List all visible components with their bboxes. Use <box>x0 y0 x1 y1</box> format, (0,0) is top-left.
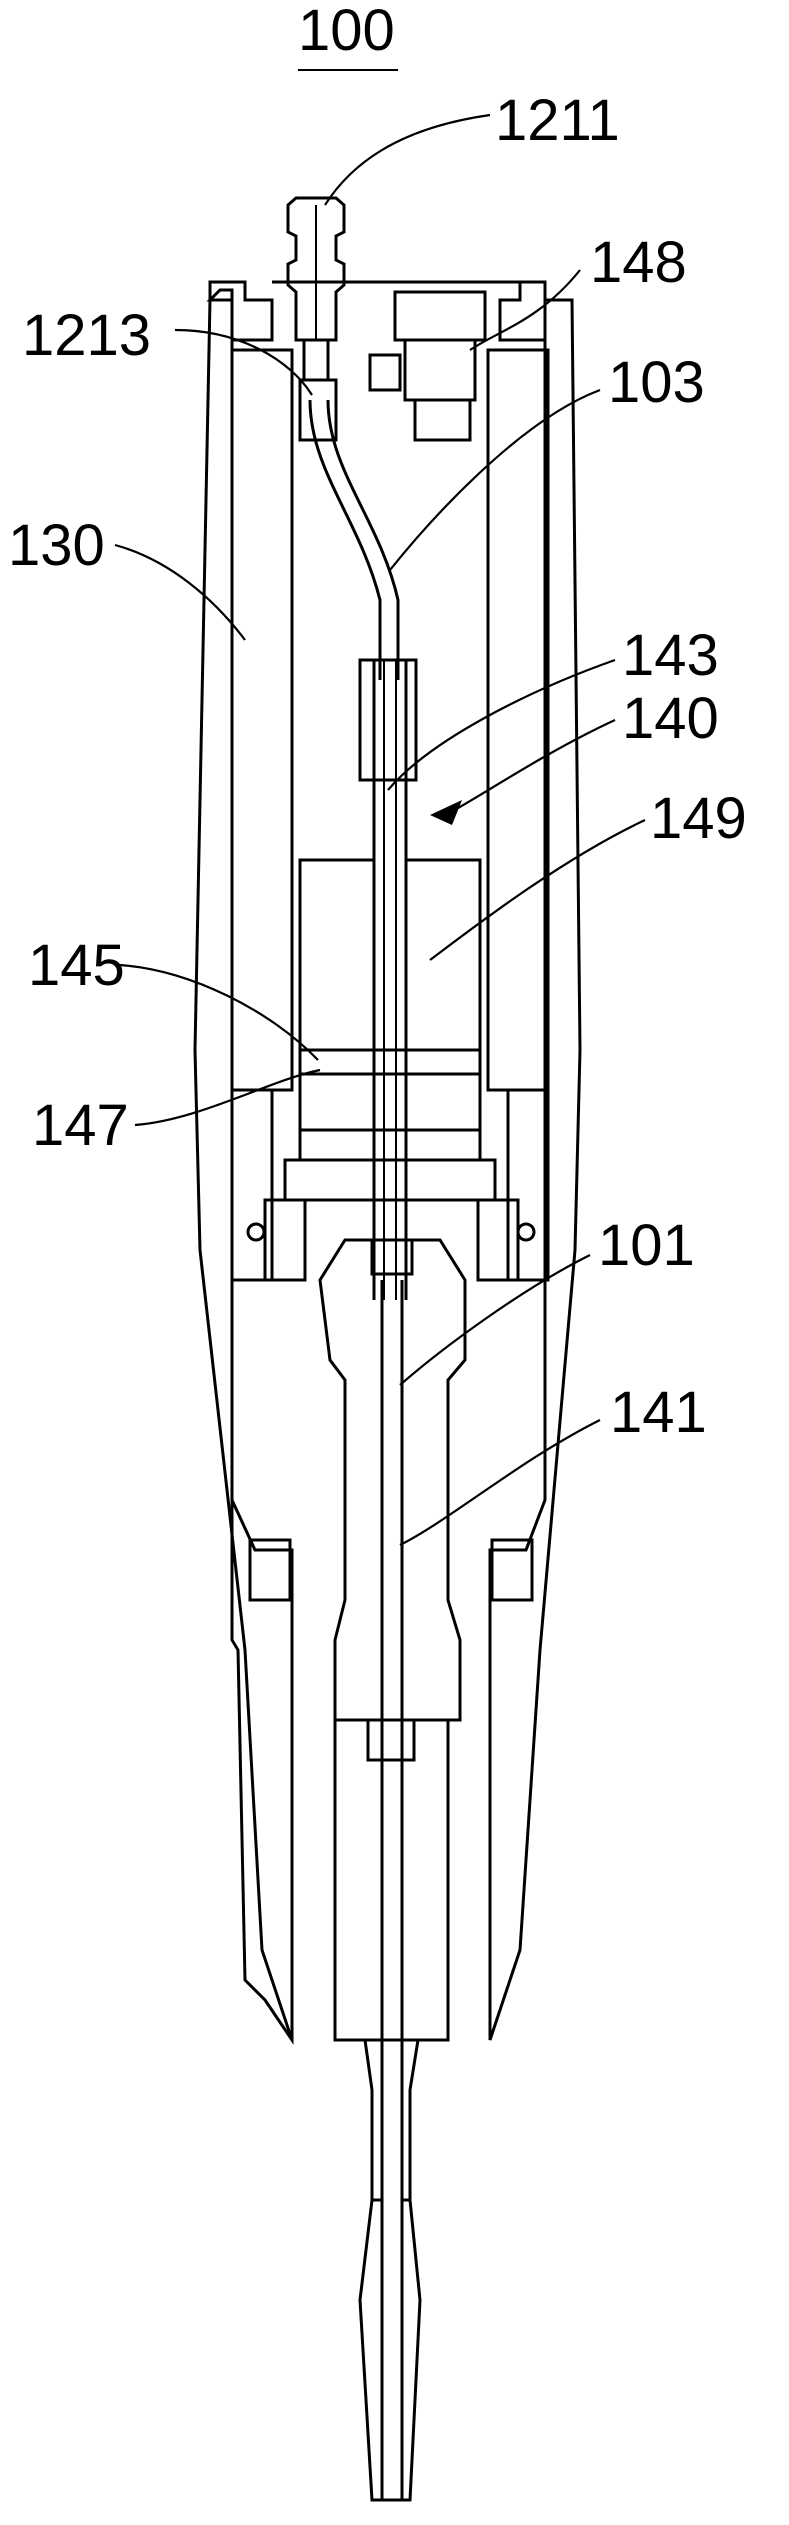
leader-141 <box>400 1420 600 1545</box>
label-130: 130 <box>8 513 105 578</box>
fluid-connector <box>288 198 344 380</box>
component-148-block <box>370 292 485 440</box>
leader-149 <box>430 820 645 960</box>
label-141: 141 <box>610 1380 707 1445</box>
label-147: 147 <box>32 1093 129 1158</box>
label-101: 101 <box>598 1213 695 1278</box>
label-145: 145 <box>28 933 125 998</box>
leader-101 <box>400 1255 590 1385</box>
label-1211: 1211 <box>495 88 620 153</box>
label-1213: 1213 <box>22 303 151 368</box>
leader-143 <box>388 660 615 790</box>
leader-145 <box>120 965 318 1060</box>
inner-sleeve <box>232 350 548 1280</box>
label-148: 148 <box>590 230 687 295</box>
leader-1211 <box>325 115 490 205</box>
leader-lines <box>115 115 645 1545</box>
leader-130 <box>115 545 245 640</box>
label-149: 149 <box>650 786 747 851</box>
label-140: 140 <box>622 686 719 751</box>
label-143: 143 <box>622 623 719 688</box>
label-103: 103 <box>608 350 705 415</box>
leader-147 <box>135 1070 320 1125</box>
leader-140 <box>458 720 615 808</box>
transducer-assembly <box>285 660 495 1300</box>
fluid-tube <box>300 380 398 680</box>
figure-number-label: 100 <box>298 0 395 63</box>
leader-103 <box>390 390 600 570</box>
